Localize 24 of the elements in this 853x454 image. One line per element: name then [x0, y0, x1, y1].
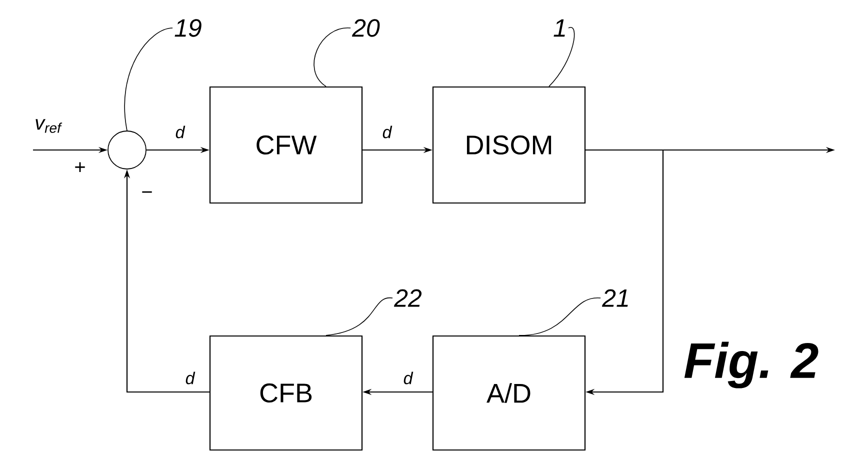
arrow [586, 149, 664, 396]
summing-junction [108, 130, 146, 170]
callout-number: 22 [394, 289, 422, 307]
edge-label: d [381, 124, 393, 140]
leader-line [124, 28, 173, 131]
leader-line [548, 26, 575, 87]
figure-caption: Fig. 2 [684, 342, 818, 388]
block-box: A/D [432, 335, 586, 451]
leader-line [326, 298, 393, 336]
callout-number: 21 [602, 289, 628, 307]
edge-label: d [402, 370, 414, 386]
edge-label: v$_{ref}$ [34, 118, 62, 134]
callout-number: 1 [554, 19, 565, 37]
edge-label: d [184, 370, 196, 386]
sign-label: − [142, 191, 152, 193]
block-box: CFB [209, 335, 363, 451]
sign-label: + [75, 162, 85, 172]
callout-number: 19 [174, 19, 202, 37]
block-box: CFW [209, 86, 363, 204]
leader-line [518, 298, 601, 336]
callout-number: 20 [352, 19, 380, 37]
block-box: DISOM [432, 86, 586, 204]
leader-line [314, 28, 351, 87]
edge-label: d [174, 124, 186, 140]
